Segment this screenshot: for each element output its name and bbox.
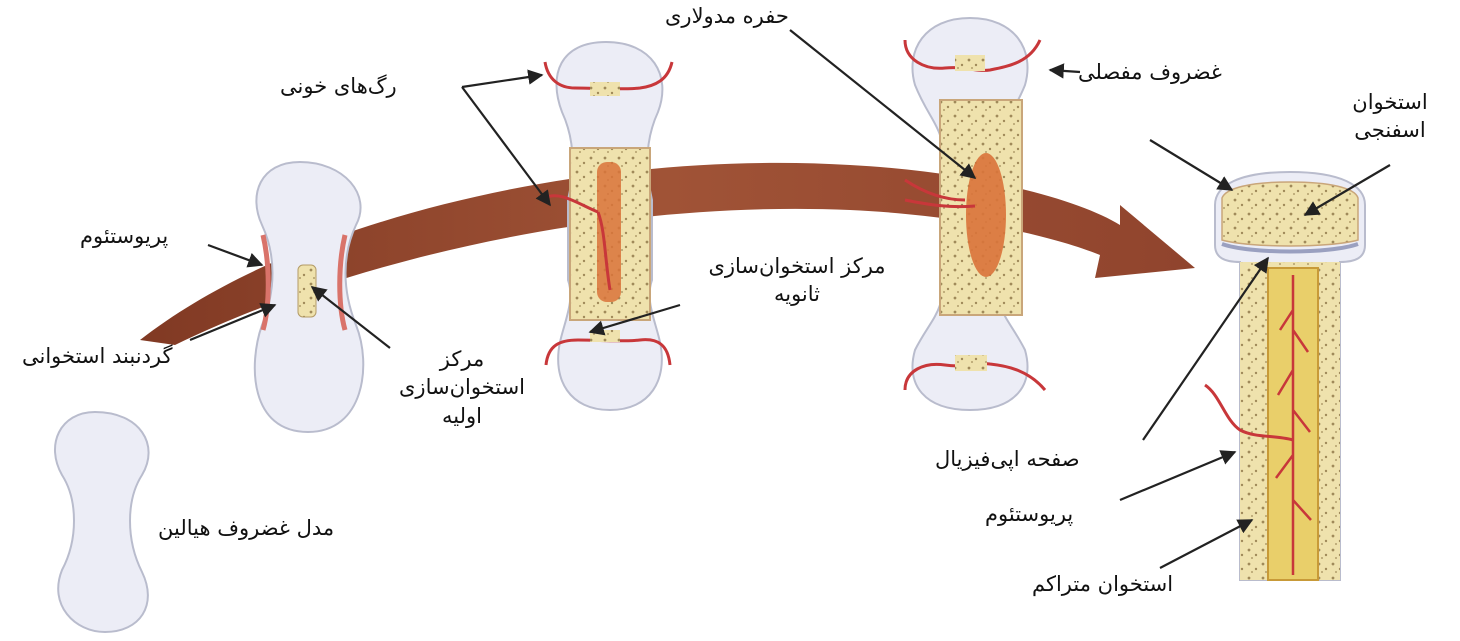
label-periosteum-right: پریوستئوم (985, 500, 1073, 528)
stage-primary-center (255, 162, 363, 432)
stage-mature-bone (1205, 172, 1365, 580)
label-secondary-center: مرکز استخوان‌سازی ثانویه (682, 252, 912, 309)
label-articular-cartilage: غضروف مفصلی (1078, 58, 1222, 86)
label-primary-center-line3: اولیه (362, 402, 562, 430)
label-secondary-center-line2: ثانویه (682, 280, 912, 308)
label-hyaline-model: مدل غضروف هیالین (158, 514, 334, 542)
label-epiphyseal-plate: صفحه اپی‌فیزیال (935, 445, 1080, 473)
label-spongy-bone-line2: اسفنجی (1330, 116, 1450, 144)
label-primary-center: مرکز استخوان‌سازی اولیه (362, 345, 562, 430)
label-secondary-center-line1: مرکز استخوان‌سازی (682, 252, 912, 280)
label-medullary-cavity: حفره مدولاری (665, 2, 789, 30)
label-spongy-bone-line1: استخوان (1330, 88, 1450, 116)
label-primary-center-line2: استخوان‌سازی (362, 373, 562, 401)
label-spongy-bone: استخوان اسفنجی (1330, 88, 1450, 145)
label-compact-bone: استخوان متراکم (1032, 570, 1173, 598)
label-primary-center-line1: مرکز (362, 345, 562, 373)
label-bone-collar: گردنبند استخوانی (22, 342, 173, 370)
stage-hyaline-model (55, 412, 149, 632)
label-periosteum-left: پریوستئوم (80, 222, 168, 250)
label-blood-vessels: رگ‌های خونی (280, 72, 397, 100)
